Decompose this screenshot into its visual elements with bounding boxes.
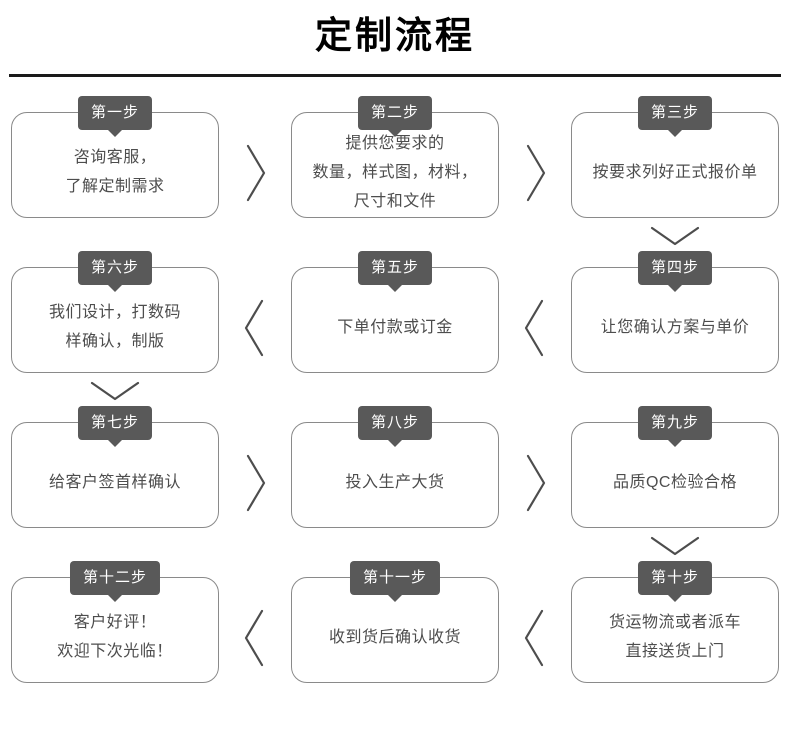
step-description: 让您确认方案与单价 [593,299,758,342]
step-badge: 第九步 [637,406,713,440]
chevron-down-icon [647,533,703,559]
step-description-line: 让您确认方案与单价 [600,318,750,336]
step-description-line: 给客户签首样确认 [48,473,181,491]
flow-cell: 第二步提供您要求的数量，样式图，材料， 尺寸和文件 [281,95,509,218]
step-description-line: 样确认，制版 [65,333,165,350]
step-description-line: 欢迎下次光临！ [57,643,173,660]
chevron-right-icon [509,95,561,250]
step-description-line: 客户好评！ [73,614,157,631]
flow-cell: 第九步品质QC检验合格 [561,405,789,556]
step-description: 收到货后确认收货 [321,609,469,652]
step-description: 咨询客服， 了解定制需求 [57,129,172,201]
step-card[interactable]: 第四步让您确认方案与单价 [571,251,779,373]
step-badge: 第四步 [637,251,713,285]
flow-cell: 第五步下单付款或订金 [281,250,509,373]
step-badge: 第一步 [77,96,153,130]
step-description-line: 收到货后确认收货 [328,628,461,646]
step-card[interactable]: 第三步按要求列好正式报价单 [571,96,779,218]
step-description: 下单付款或订金 [329,299,461,342]
page-title: 定制流程 [315,15,475,56]
step-description-line: 提供您要求的 [345,134,445,152]
flow-cell: 第十一步收到货后确认收货 [281,560,509,683]
step-description-line: 按要求列好正式报价单 [592,163,758,181]
step-card[interactable]: 第一步咨询客服， 了解定制需求 [11,96,219,218]
page-header: 定制流程 [0,0,790,77]
step-description-line: 投入生产大货 [345,473,445,491]
step-description-line: 我们设计，打数码 [48,304,181,321]
step-card[interactable]: 第十步货运物流或者派车直接送货上门 [571,561,779,683]
step-card[interactable]: 第九步品质QC检验合格 [571,406,779,528]
step-badge: 第十一步 [349,561,441,595]
step-badge: 第十二步 [69,561,161,595]
flow-cell: 第三步按要求列好正式报价单 [561,95,789,246]
chevron-down-icon [647,223,703,249]
flow-cell: 第八步投入生产大货 [281,405,509,528]
chevron-left-icon [509,560,561,715]
chevron-right-icon [509,405,561,560]
flow-row: 第七步给客户签首样确认第八步投入生产大货第九步品质QC检验合格 [0,405,790,560]
flow-cell: 第十二步客户好评！ 欢迎下次光临！ [1,560,229,683]
step-description-line: 尺寸和文件 [353,192,437,210]
chevron-left-icon [229,250,281,405]
step-card[interactable]: 第六步我们设计，打数码样确认，制版 [11,251,219,373]
step-card[interactable]: 第五步下单付款或订金 [291,251,499,373]
flow-cell: 第七步给客户签首样确认 [1,405,229,528]
flow-cell: 第十步货运物流或者派车直接送货上门 [561,560,789,683]
step-description-line: 货运物流或者派车 [608,614,741,631]
flow-cell: 第六步我们设计，打数码样确认，制版 [1,250,229,401]
step-description-line: 咨询客服， [73,149,157,166]
step-description-line: 数量，样式图，材料， [312,163,478,181]
step-badge: 第十步 [637,561,713,595]
chevron-down-icon [87,378,143,404]
flow-row: 第十步货运物流或者派车直接送货上门第十一步收到货后确认收货第十二步客户好评！欢迎… [0,560,790,715]
step-description: 按要求列好正式报价单 [584,144,765,187]
step-description: 投入生产大货 [337,454,452,497]
step-description: 品质QC检验合格 [605,454,745,497]
step-badge: 第二步 [357,96,433,130]
step-badge: 第七步 [77,406,153,440]
flow-cell: 第四步让您确认方案与单价 [561,250,789,373]
step-badge: 第八步 [357,406,433,440]
step-description-line: 下单付款或订金 [337,318,453,336]
chevron-right-icon [229,405,281,560]
step-description: 我们设计，打数码样确认，制版 [41,284,189,356]
flow-row: 第一步咨询客服， 了解定制需求 第二步提供您要求的数量，样式图，材料， 尺寸和文件 第三… [0,95,790,250]
step-badge: 第五步 [357,251,433,285]
chevron-left-icon [229,560,281,715]
step-description-line: 品质QC检验合格 [612,473,737,491]
step-card[interactable]: 第十一步收到货后确认收货 [291,561,499,683]
step-description: 货运物流或者派车直接送货上门 [601,594,749,666]
step-badge: 第六步 [77,251,153,285]
step-description: 提供您要求的数量，样式图，材料， 尺寸和文件 [304,115,485,216]
step-card[interactable]: 第二步提供您要求的数量，样式图，材料， 尺寸和文件 [291,96,499,218]
chevron-left-icon [509,250,561,405]
step-description: 客户好评！ 欢迎下次光临！ [49,594,181,666]
step-description-line: 了解定制需求 [65,178,165,195]
step-badge: 第三步 [637,96,713,130]
step-description: 给客户签首样确认 [41,454,189,497]
customization-flow: 第一步咨询客服， 了解定制需求 第二步提供您要求的数量，样式图，材料， 尺寸和文件 第三… [0,77,790,715]
step-card[interactable]: 第七步给客户签首样确认 [11,406,219,528]
step-card[interactable]: 第十二步客户好评！ 欢迎下次光临！ [11,561,219,683]
step-description-line: 直接送货上门 [625,643,725,660]
title-divider [9,74,781,77]
chevron-right-icon [229,95,281,250]
flow-row: 第四步让您确认方案与单价第五步下单付款或订金第六步我们设计，打数码样确认，制版 [0,250,790,405]
flow-cell: 第一步咨询客服， 了解定制需求 [1,95,229,218]
step-card[interactable]: 第八步投入生产大货 [291,406,499,528]
